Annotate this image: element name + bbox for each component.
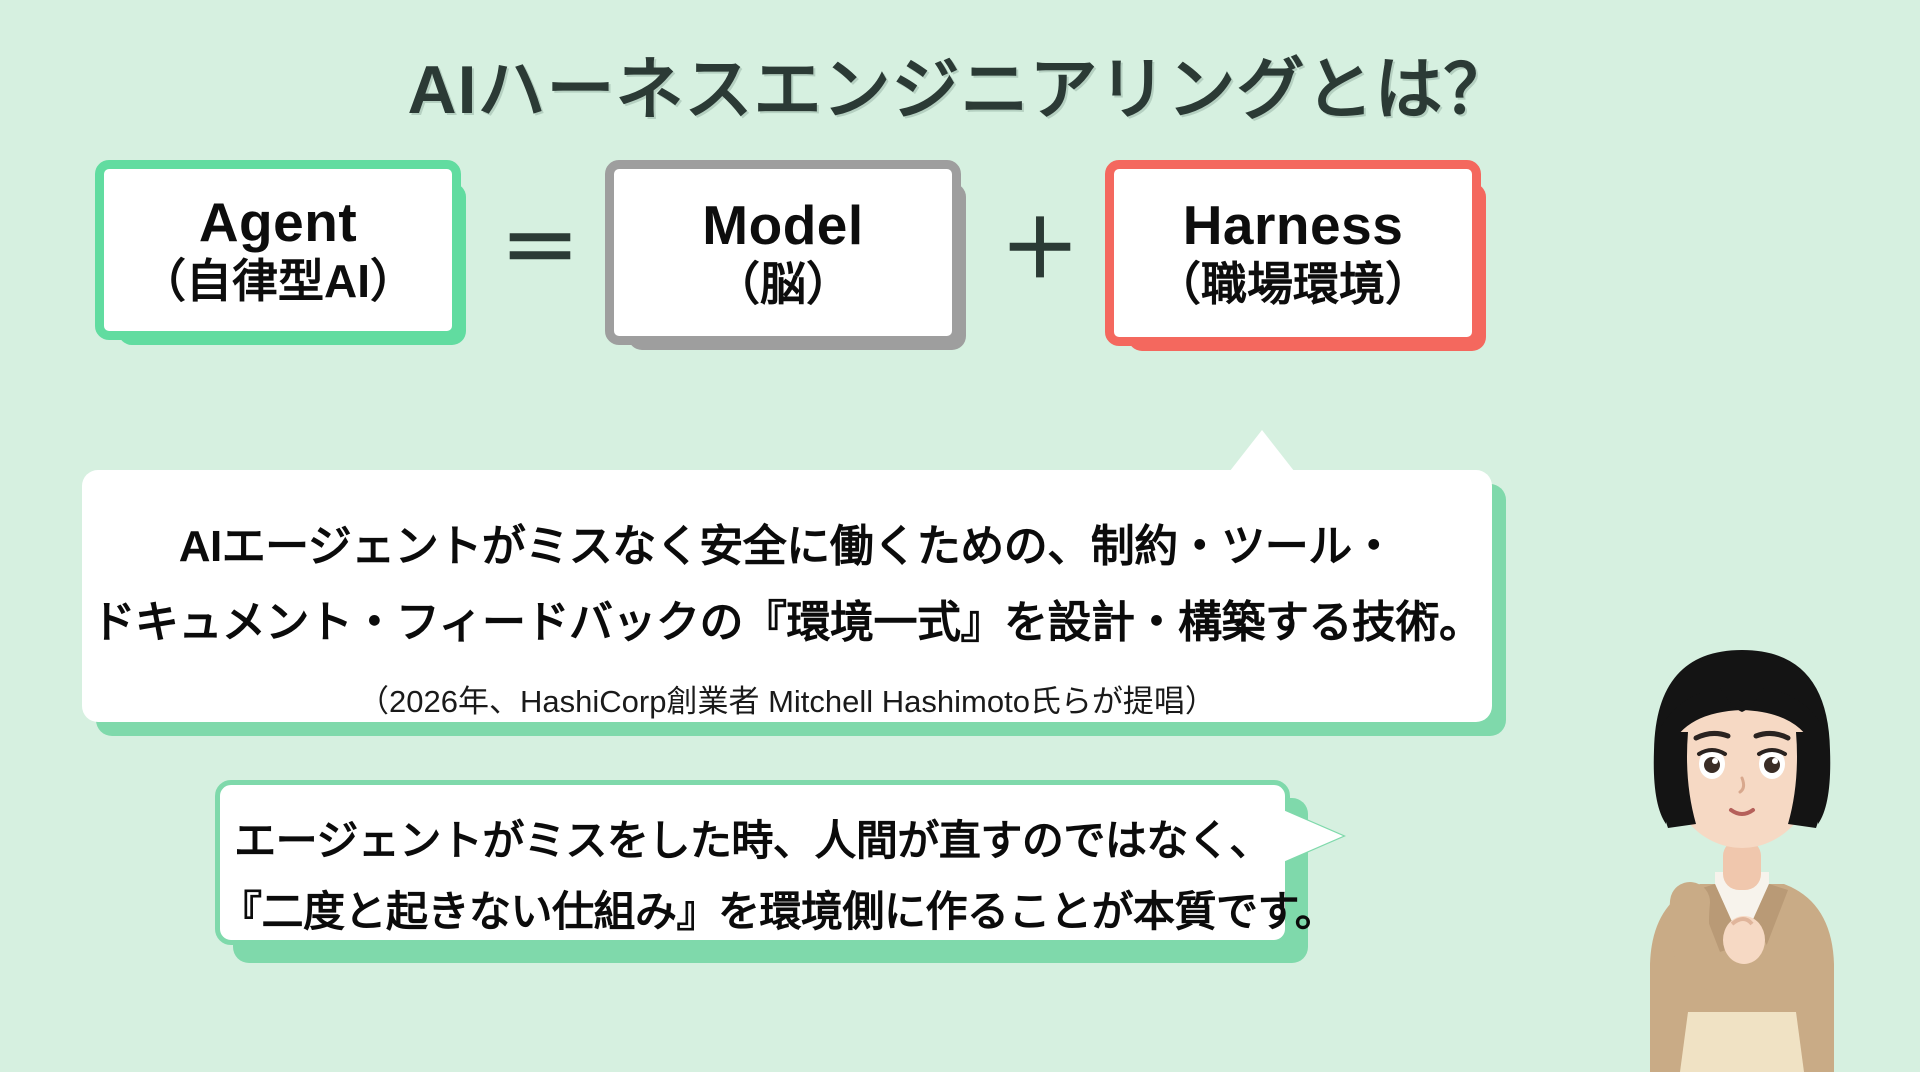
model-card: Model （脳）	[605, 160, 966, 350]
page-title: AIハーネスエンジニアリングとは？	[407, 52, 1513, 128]
character-nose	[1738, 776, 1746, 794]
character-eye-highlight-left	[1712, 758, 1718, 764]
character-eyebrow-right	[1753, 730, 1791, 741]
character-hair-left	[1661, 732, 1696, 828]
definition-citation: （2026年、HashiCorp創業者 Mitchell Hashimoto氏ら…	[358, 684, 1216, 719]
agent-card-title: Agent	[198, 191, 358, 254]
speech-bubble: エージェントがミスをした時、人間が直すのではなく、 『二度と起きない仕組み』を環…	[215, 780, 1337, 945]
model-card-subtitle: （脳）	[714, 257, 852, 310]
character-eyelid-right	[1757, 748, 1787, 756]
equation-row: Agent （自律型AI） ＝ Model （脳） ＋ Harness （職場環…	[95, 160, 1855, 375]
character-eye-highlight-right	[1772, 758, 1778, 764]
equals-operator-icon: ＝	[500, 205, 580, 294]
plus-operator-icon: ＋	[1000, 205, 1080, 294]
character-hair-right	[1788, 732, 1823, 828]
definition-callout: AIエージェントがミスなく安全に働くための、制約・ツール・ ドキュメント・フィー…	[82, 470, 1492, 722]
harness-card-title: Harness	[1182, 194, 1404, 257]
character-skirt	[1680, 1012, 1804, 1072]
character-iris-right	[1764, 757, 1780, 773]
agent-card-subtitle: （自律型AI）	[140, 255, 416, 308]
character-blouse	[1715, 872, 1769, 944]
bubble-line-1: エージェントがミスをした時、人間が直すのではなく、	[234, 817, 1271, 864]
character-neck	[1723, 840, 1761, 890]
agent-card: Agent （自律型AI）	[95, 160, 466, 345]
model-card-title: Model	[702, 193, 864, 256]
character-arm	[1669, 882, 1768, 993]
harness-card-subtitle: （職場環境）	[1155, 258, 1431, 311]
character-eyebrow-left	[1693, 730, 1731, 741]
character-hand	[1723, 916, 1765, 964]
character-finger	[1730, 917, 1754, 926]
speech-bubble-tail-icon	[1283, 810, 1343, 862]
definition-line-2: ドキュメント・フィードバックの『環境一式』を設計・構築する技術。	[91, 598, 1483, 647]
bubble-line-2: 『二度と起きない仕組み』を環境側に作ることが本質です。	[220, 888, 1337, 935]
character-eyelid-left	[1697, 748, 1727, 756]
character-mouth	[1729, 808, 1755, 816]
definition-line-1: AIエージェントがミスなく安全に働くための、制約・ツール・	[178, 522, 1396, 571]
harness-card: Harness （職場環境）	[1105, 160, 1486, 351]
thinking-woman-illustration	[1650, 650, 1834, 1072]
definition-pointer-icon	[1226, 430, 1298, 476]
character-iris-left	[1704, 757, 1720, 773]
character-bangs	[1658, 654, 1826, 732]
